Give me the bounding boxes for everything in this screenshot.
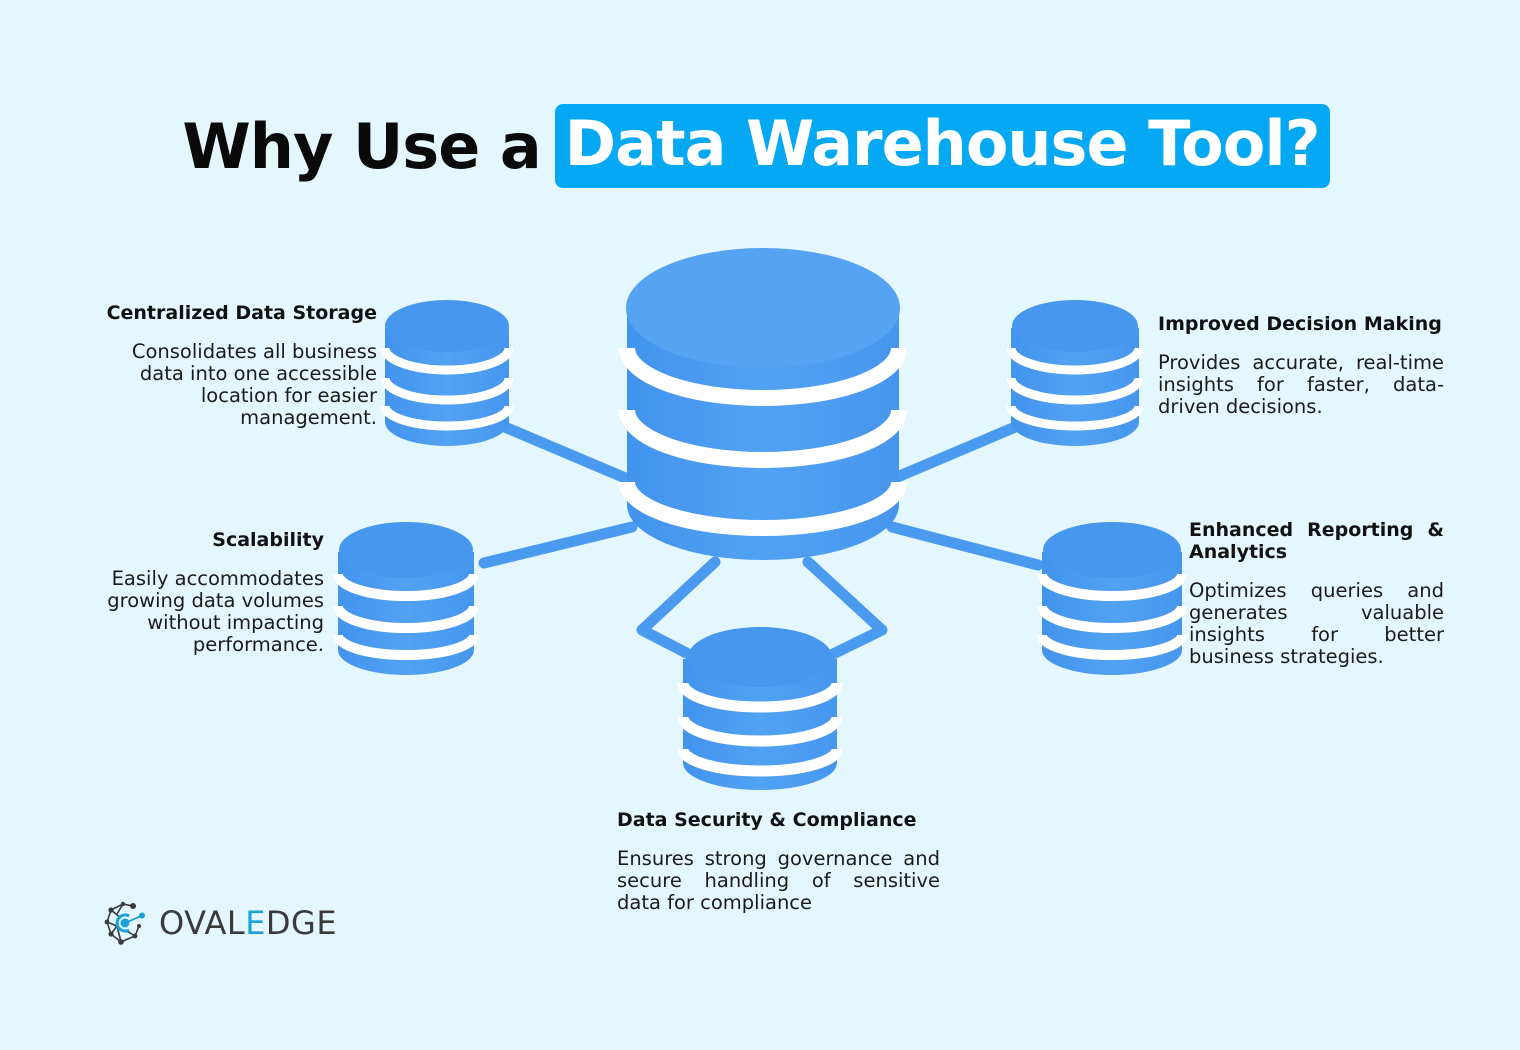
benefit-scalability: Scalability Easily accommodates growing … <box>80 529 324 656</box>
database-icon-security <box>677 627 843 790</box>
benefit-description: Optimizes queries and generates valuable… <box>1189 579 1444 668</box>
connector-decision <box>889 419 1026 484</box>
connector-security-left <box>636 556 721 666</box>
logo-wordmark: OVALEDGE <box>159 904 338 942</box>
title-highlight: Data Warehouse Tool? <box>554 104 1330 188</box>
database-icon-decision <box>1006 300 1144 446</box>
connector-reporting <box>886 521 1044 571</box>
central-database-icon <box>619 248 907 560</box>
benefit-description: Ensures strong governance and secure han… <box>617 847 940 914</box>
database-icon-centralized <box>380 300 514 446</box>
benefit-security: Data Security & Compliance Ensures stron… <box>617 809 940 914</box>
benefit-description: Consolidates all business data into one … <box>131 340 377 429</box>
benefit-heading: Scalability <box>212 529 324 551</box>
title-prefix: Why Use a <box>182 109 541 183</box>
benefit-description: Easily accommodates growing data volumes… <box>107 567 324 656</box>
network-nodes-icon <box>104 901 145 945</box>
connector-security-right <box>802 556 888 664</box>
benefit-heading: Enhanced Reporting & Analytics <box>1189 519 1444 563</box>
benefit-heading: Improved Decision Making <box>1158 313 1442 335</box>
page-title: Why Use a Data Warehouse Tool? <box>0 104 1520 188</box>
benefit-heading: Data Security & Compliance <box>617 809 917 831</box>
database-icon-scalability <box>333 522 479 675</box>
benefit-reporting: Enhanced Reporting & Analytics Optimizes… <box>1189 519 1444 668</box>
connector-centralized <box>494 419 636 486</box>
benefit-centralized: Centralized Data Storage Consolidates al… <box>100 302 377 429</box>
connector-lines <box>478 419 1044 666</box>
connector-scalability <box>478 521 638 569</box>
benefit-heading: Centralized Data Storage <box>106 302 377 324</box>
benefit-decision: Improved Decision Making Provides accura… <box>1158 313 1444 418</box>
database-icon-reporting <box>1037 522 1187 675</box>
benefit-description: Provides accurate, real-time insights fo… <box>1158 351 1444 418</box>
ovaledge-logo: OVALEDGE <box>103 900 337 946</box>
